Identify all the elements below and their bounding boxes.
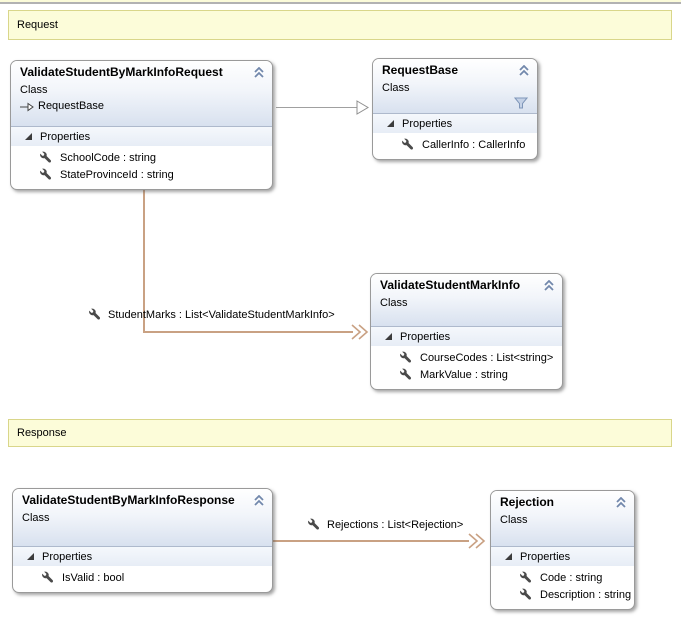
- association-label-text: StudentMarks : List<ValidateStudentMarkI…: [108, 308, 335, 321]
- member-row[interactable]: CourseCodes : List<string>: [371, 349, 562, 366]
- base-type-row: RequestBase: [20, 99, 264, 114]
- member-text: CourseCodes : List<string>: [420, 351, 554, 364]
- compartment-label: Properties: [42, 550, 93, 563]
- collapse-chevron-icon[interactable]: [615, 497, 627, 508]
- class-stereotype: Class: [22, 512, 50, 524]
- class-stereotype: Class: [500, 514, 528, 526]
- banner-label: Request: [17, 19, 58, 31]
- expander-triangle-icon: [504, 552, 513, 561]
- inheritance-line[interactable]: [276, 107, 357, 108]
- collapse-chevron-icon[interactable]: [253, 495, 265, 506]
- class-box-validate-student-mark-info[interactable]: ValidateStudentMarkInfo Class Properties…: [370, 273, 563, 390]
- collapse-chevron-icon[interactable]: [543, 280, 555, 291]
- wrench-icon: [519, 571, 532, 584]
- member-row[interactable]: SchoolCode : string: [11, 149, 272, 166]
- class-title: Rejection: [500, 495, 555, 509]
- class-header: ValidateStudentMarkInfo Class: [371, 274, 562, 326]
- member-text: MarkValue : string: [420, 368, 508, 381]
- association-arrow-icon: [351, 324, 369, 340]
- wrench-icon: [88, 308, 101, 321]
- member-row[interactable]: CallerInfo : CallerInfo: [373, 136, 537, 153]
- class-header: RequestBase Class: [373, 59, 537, 113]
- member-row[interactable]: MarkValue : string: [371, 366, 562, 383]
- compartment-label: Properties: [520, 550, 571, 563]
- members-list: CourseCodes : List<string> MarkValue : s…: [371, 346, 562, 383]
- banner-label: Response: [17, 427, 67, 439]
- properties-compartment-header[interactable]: Properties: [373, 113, 537, 133]
- member-text: IsValid : bool: [62, 571, 125, 584]
- class-box-validate-student-by-mark-info-request[interactable]: ValidateStudentByMarkInfoRequest Class R…: [10, 60, 273, 190]
- member-text: CallerInfo : CallerInfo: [422, 138, 526, 151]
- cutoff-comment-edge: [0, 0, 681, 4]
- members-list: Code : string Description : string: [491, 566, 634, 603]
- member-row[interactable]: Description : string: [491, 586, 634, 603]
- inheritance-arrow-icon: [20, 102, 34, 112]
- class-box-rejection[interactable]: Rejection Class Properties Code : string: [490, 490, 635, 610]
- properties-compartment-header[interactable]: Properties: [371, 326, 562, 346]
- filter-funnel-icon[interactable]: [514, 97, 528, 109]
- expander-triangle-icon: [26, 552, 35, 561]
- wrench-icon: [39, 168, 52, 181]
- wrench-icon: [39, 151, 52, 164]
- association-student-marks-line-horizontal[interactable]: [143, 331, 353, 333]
- base-class-name: RequestBase: [38, 100, 105, 112]
- association-label-text: Rejections : List<Rejection>: [327, 518, 464, 531]
- compartment-label: Properties: [400, 330, 451, 343]
- inheritance-open-triangle-icon: [356, 100, 370, 115]
- wrench-icon: [399, 368, 412, 381]
- members-list: CallerInfo : CallerInfo: [373, 133, 537, 153]
- association-student-marks-line-vertical[interactable]: [143, 190, 145, 332]
- compartment-label: Properties: [40, 130, 91, 143]
- class-title: ValidateStudentByMarkInfoResponse: [22, 493, 235, 507]
- expander-triangle-icon: [386, 119, 395, 128]
- compartment-label: Properties: [402, 117, 453, 130]
- expander-triangle-icon: [384, 332, 393, 341]
- class-header: ValidateStudentByMarkInfoResponse Class: [13, 489, 272, 546]
- class-stereotype: Class: [382, 82, 410, 94]
- association-rejections-line[interactable]: [273, 540, 469, 542]
- association-rejections-label[interactable]: Rejections : List<Rejection>: [307, 518, 463, 531]
- member-row[interactable]: Code : string: [491, 569, 634, 586]
- properties-compartment-header[interactable]: Properties: [13, 546, 272, 566]
- class-stereotype: Class: [380, 297, 408, 309]
- comment-banner-request[interactable]: Request: [8, 10, 672, 40]
- member-text: StateProvinceId : string: [60, 168, 174, 181]
- wrench-icon: [41, 571, 54, 584]
- class-header: ValidateStudentByMarkInfoRequest Class R…: [11, 61, 272, 126]
- collapse-chevron-icon[interactable]: [518, 65, 530, 76]
- members-list: IsValid : bool: [13, 566, 272, 586]
- member-row[interactable]: IsValid : bool: [13, 569, 272, 586]
- member-text: Description : string: [540, 588, 632, 601]
- properties-compartment-header[interactable]: Properties: [11, 126, 272, 146]
- member-text: Code : string: [540, 571, 603, 584]
- wrench-icon: [519, 588, 532, 601]
- collapse-chevron-icon[interactable]: [253, 67, 265, 78]
- expander-triangle-icon: [24, 132, 33, 141]
- class-box-request-base[interactable]: RequestBase Class Properties CallerInfo …: [372, 58, 538, 160]
- comment-banner-response[interactable]: Response: [8, 419, 672, 447]
- class-header: Rejection Class: [491, 491, 634, 546]
- wrench-icon: [307, 518, 320, 531]
- association-arrow-icon: [468, 533, 486, 549]
- member-text: SchoolCode : string: [60, 151, 156, 164]
- wrench-icon: [399, 351, 412, 364]
- class-title: RequestBase: [382, 63, 459, 77]
- class-title: ValidateStudentMarkInfo: [380, 278, 521, 292]
- wrench-icon: [401, 138, 414, 151]
- members-list: SchoolCode : string StateProvinceId : st…: [11, 146, 272, 183]
- properties-compartment-header[interactable]: Properties: [491, 546, 634, 566]
- class-box-validate-student-by-mark-info-response[interactable]: ValidateStudentByMarkInfoResponse Class …: [12, 488, 273, 593]
- class-stereotype: Class: [20, 84, 48, 96]
- member-row[interactable]: StateProvinceId : string: [11, 166, 272, 183]
- association-student-marks-label[interactable]: StudentMarks : List<ValidateStudentMarkI…: [88, 308, 335, 321]
- class-title: ValidateStudentByMarkInfoRequest: [20, 65, 223, 79]
